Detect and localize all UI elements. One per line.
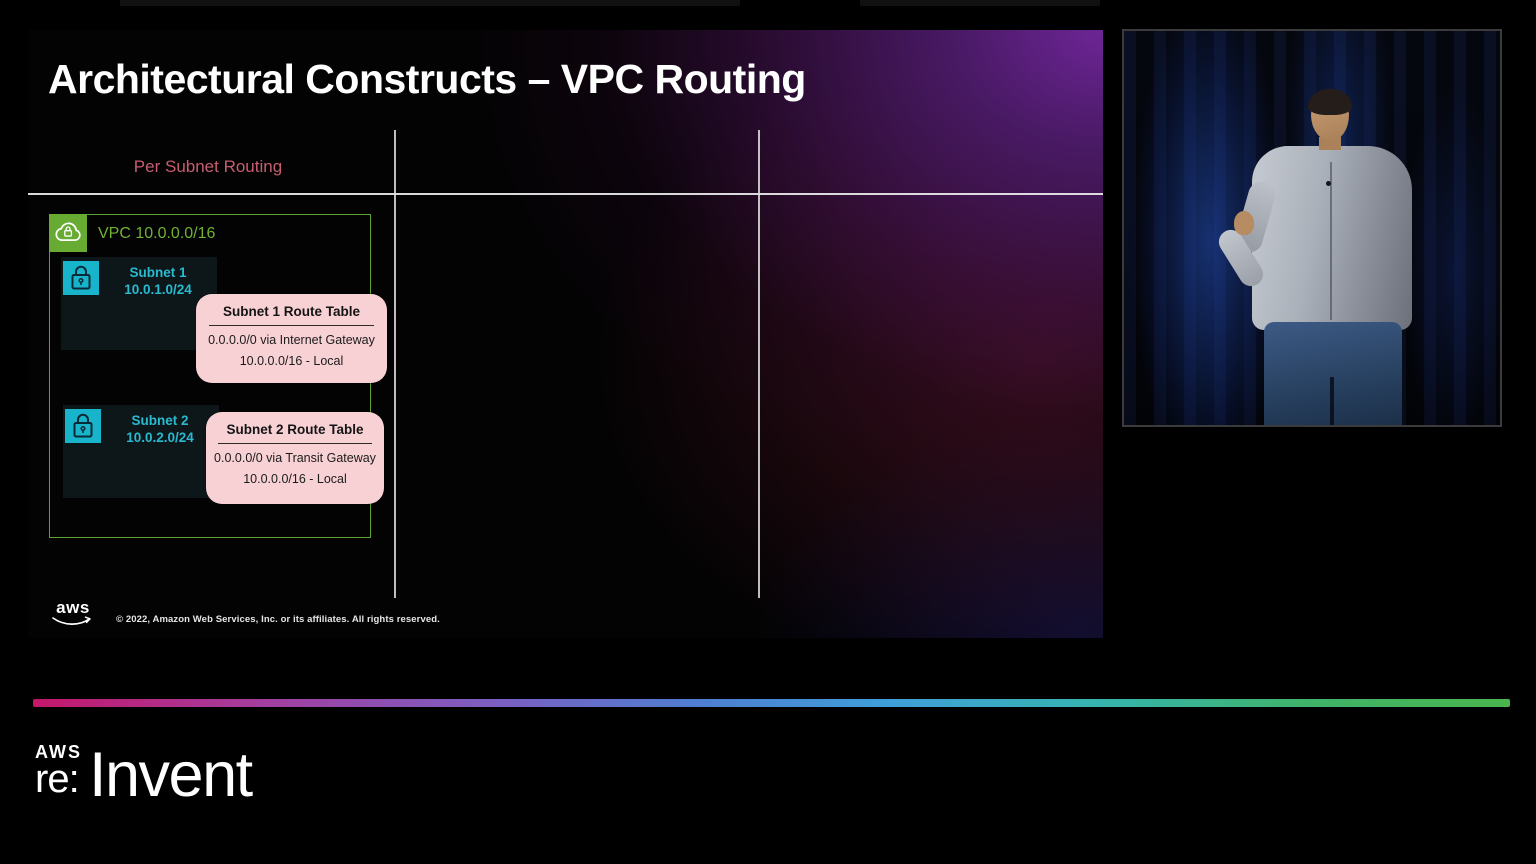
vpc-cloud-lock-icon [48,213,87,252]
vpc-label: VPC 10.0.0.0/16 [98,225,216,242]
speaker-shirt [1252,146,1412,330]
reinvent-logo-left-stack: AWS re: [35,742,83,801]
subnet-lock-icon [65,409,101,443]
lavalier-mic [1326,181,1331,186]
speaker-video-feed [1122,29,1502,427]
reinvent-aws-text: AWS [35,742,83,762]
top-edge-artifact [860,0,1100,6]
subnet-2-labels: Subnet 2 10.0.2.0/24 [103,412,217,446]
subnet-2-box: Subnet 2 10.0.2.0/24 [63,405,219,498]
speaker-jeans [1264,322,1402,425]
aws-logo: aws [51,598,95,627]
route-entry: 10.0.0.0/16 - Local [243,472,347,486]
subnet-2-route-table-callout: Subnet 2 Route Table 0.0.0.0/0 via Trans… [206,412,384,504]
subnet-1-box: Subnet 1 10.0.1.0/24 [61,257,217,350]
reinvent-re-text: re: [35,757,80,801]
vpc-container-box: VPC 10.0.0.0/16 Subnet 1 10.0.1.0/24 [48,213,387,538]
table-vertical-divider-1 [394,130,396,598]
route-table-title: Subnet 1 Route Table [222,304,360,319]
route-entry: 0.0.0.0/0 via Transit Gateway [214,451,376,465]
aws-logo-text: aws [56,598,90,617]
copyright-text: © 2022, Amazon Web Services, Inc. or its… [116,614,440,625]
reinvent-logo: AWS re: Invent [35,740,253,810]
aws-smile-arrow-icon [52,616,91,625]
speaker-neck [1319,137,1341,150]
brand-gradient-bar [33,699,1510,707]
subnet-1-labels: Subnet 1 10.0.1.0/24 [101,264,215,298]
subnet-1-route-table-callout: Subnet 1 Route Table 0.0.0.0/0 via Inter… [196,294,387,383]
column-heading-per-subnet-routing: Per Subnet Routing [133,157,283,176]
subnet-1-name: Subnet 1 [129,265,187,280]
table-vertical-divider-2 [758,130,760,598]
speaker-hand [1234,211,1254,235]
speaker-figure [1212,89,1442,425]
route-table-divider [209,325,374,326]
subnet-lock-icon [63,261,99,295]
route-table-divider [218,443,372,444]
route-entry: 10.0.0.0/16 - Local [239,354,344,368]
reinvent-invent-text: Invent [89,740,253,810]
subnet-2-name: Subnet 2 [131,413,189,428]
top-edge-artifact [120,0,740,6]
route-entry: 0.0.0.0/0 via Internet Gateway [208,333,375,347]
subnet-1-cidr: 10.0.1.0/24 [124,282,192,297]
slide-title: Architectural Constructs – VPC Routing [48,56,806,102]
route-table-title: Subnet 2 Route Table [226,422,364,437]
table-horizontal-divider [28,193,1103,195]
subnet-2-cidr: 10.0.2.0/24 [126,430,194,445]
speaker-hair [1308,89,1352,115]
presentation-slide: Architectural Constructs – VPC Routing P… [28,30,1103,638]
